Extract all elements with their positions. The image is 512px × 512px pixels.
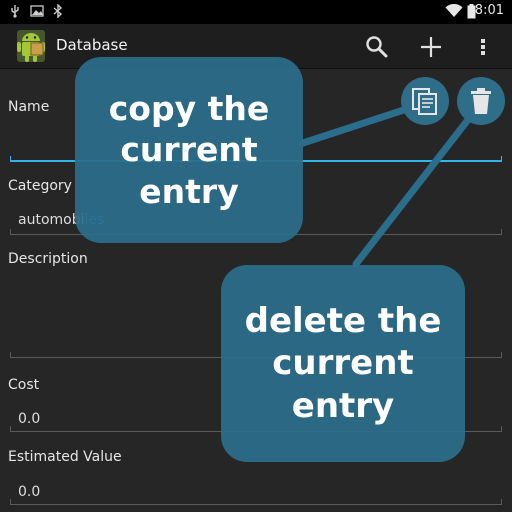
usb-icon [11, 5, 19, 18]
delete-entry-button[interactable] [457, 77, 505, 125]
trash-icon [471, 88, 491, 114]
copy-callout-line-1: copy the [108, 89, 270, 129]
copy-icon [412, 88, 437, 115]
search-button[interactable] [364, 34, 390, 60]
copy-entry-button[interactable] [401, 77, 449, 125]
copy-callout-line-3: entry [139, 171, 239, 211]
delete-entry-callout: delete the current entry [221, 265, 465, 462]
image-icon [30, 5, 44, 17]
wifi-icon [445, 4, 463, 17]
search-icon [366, 36, 388, 58]
delete-callout-line-2: current [272, 343, 414, 384]
overflow-menu-icon [481, 39, 485, 55]
cost-value: 0.0 [18, 411, 41, 427]
delete-callout-line-1: delete the [244, 300, 442, 341]
description-label: Description [8, 251, 88, 267]
estimated-value-value: 0.0 [18, 484, 41, 500]
android-app-icon [17, 30, 45, 62]
copy-callout-line-2: current [120, 130, 258, 170]
battery-icon [467, 4, 476, 19]
status-bar: 8:01 [0, 0, 512, 24]
category-label: Category [8, 178, 72, 194]
add-button[interactable] [418, 34, 444, 60]
estimated-value-label: Estimated Value [8, 449, 122, 465]
bluetooth-icon [53, 4, 63, 18]
app-title: Database [56, 36, 128, 54]
estimated-value-input[interactable] [10, 475, 502, 505]
add-icon [421, 37, 441, 57]
estimated-value-input-underline [10, 499, 502, 505]
overflow-menu-button[interactable] [473, 34, 493, 60]
category-value: automobi [18, 212, 85, 228]
copy-entry-callout: copy the current entry [75, 57, 303, 243]
name-label: Name [8, 99, 50, 115]
cost-label: Cost [8, 377, 40, 393]
clock: 8:01 [474, 3, 504, 18]
delete-callout-line-3: entry [291, 385, 395, 426]
